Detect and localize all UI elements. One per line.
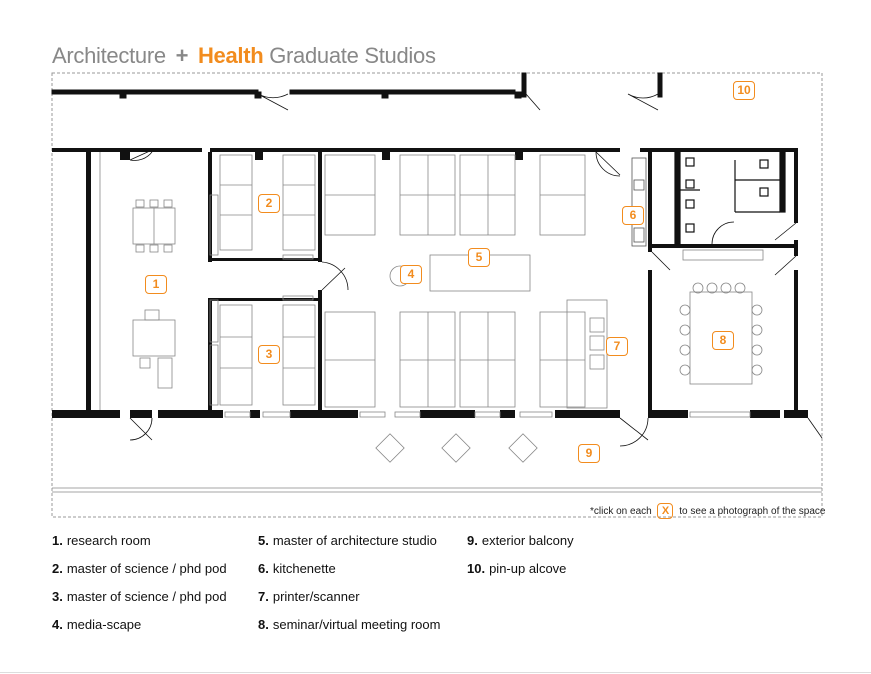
marker-pod-3[interactable]: 3	[258, 345, 280, 364]
legend-item: 9.exterior balcony	[467, 533, 574, 548]
legend-label: research room	[66, 533, 151, 548]
legend-label: seminar/virtual meeting room	[272, 617, 441, 632]
legend-num: 2.	[52, 561, 63, 576]
pod-furniture	[209, 154, 316, 406]
legend-label: master of architecture studio	[272, 533, 437, 548]
marker-exterior-balcony[interactable]: 9	[578, 444, 600, 463]
legend-label: master of science / phd pod	[66, 561, 227, 576]
legend-num: 10.	[467, 561, 486, 576]
research-room-furniture	[132, 199, 176, 389]
marker-research-room[interactable]: 1	[145, 275, 167, 294]
doors	[129, 149, 823, 447]
title-graduate-studios: Graduate Studios	[269, 43, 436, 68]
corridor-doors	[257, 93, 659, 111]
legend-item: 1.research room	[52, 533, 151, 548]
marker-printer[interactable]: 7	[606, 337, 628, 356]
legend-item: 6.kitchenette	[258, 561, 336, 576]
legend-label: kitchenette	[272, 561, 336, 576]
title-health: Health	[197, 43, 264, 68]
title-architecture: Architecture	[52, 43, 166, 68]
marker-kitchenette[interactable]: 6	[622, 206, 644, 225]
footer-divider	[0, 672, 871, 673]
marker-seminar-room[interactable]: 8	[712, 331, 734, 350]
legend-item: 7.printer/scanner	[258, 589, 360, 604]
restrooms	[674, 151, 786, 245]
legend-item: 5.master of architecture studio	[258, 533, 437, 548]
legend-item: 4.media-scape	[52, 617, 141, 632]
legend-num: 9.	[467, 533, 478, 548]
legend-item: 3.master of science / phd pod	[52, 589, 227, 604]
note-after: to see a photograph of the space	[679, 506, 826, 517]
legend-num: 8.	[258, 617, 269, 632]
legend-num: 1.	[52, 533, 63, 548]
marker-architecture-studio[interactable]: 5	[468, 248, 490, 267]
legend-item: 8.seminar/virtual meeting room	[258, 617, 440, 632]
marker-pin-up-alcove[interactable]: 10	[733, 81, 755, 100]
legend-label: exterior balcony	[481, 533, 574, 548]
building-walls	[52, 148, 808, 418]
click-note: *click on each X to see a photograph of …	[590, 503, 826, 519]
legend-num: 6.	[258, 561, 269, 576]
legend-num: 7.	[258, 589, 269, 604]
studio-desks	[324, 154, 608, 409]
legend-num: 4.	[52, 617, 63, 632]
legend-label: media-scape	[66, 617, 142, 632]
note-before: *click on each	[590, 506, 652, 517]
windows	[52, 152, 822, 493]
page-title: Architecture + Health Graduate Studios	[52, 43, 436, 69]
legend-label: pin-up alcove	[489, 561, 567, 576]
legend-num: 3.	[52, 589, 63, 604]
legend-item: 10.pin-up alcove	[467, 561, 566, 576]
balcony-tables	[375, 433, 538, 463]
kitchenette-counter	[631, 157, 647, 247]
legend-item: 2.master of science / phd pod	[52, 561, 227, 576]
legend-num: 5.	[258, 533, 269, 548]
note-marker: X	[657, 503, 674, 519]
title-plus: +	[175, 43, 189, 68]
legend-label: master of science / phd pod	[66, 589, 227, 604]
seminar-table	[679, 249, 764, 385]
marker-media-scape[interactable]: 4	[400, 265, 422, 284]
marker-pod-2[interactable]: 2	[258, 194, 280, 213]
site-boundary	[51, 72, 823, 518]
legend-label: printer/scanner	[272, 589, 360, 604]
corridor-wall	[51, 72, 663, 99]
